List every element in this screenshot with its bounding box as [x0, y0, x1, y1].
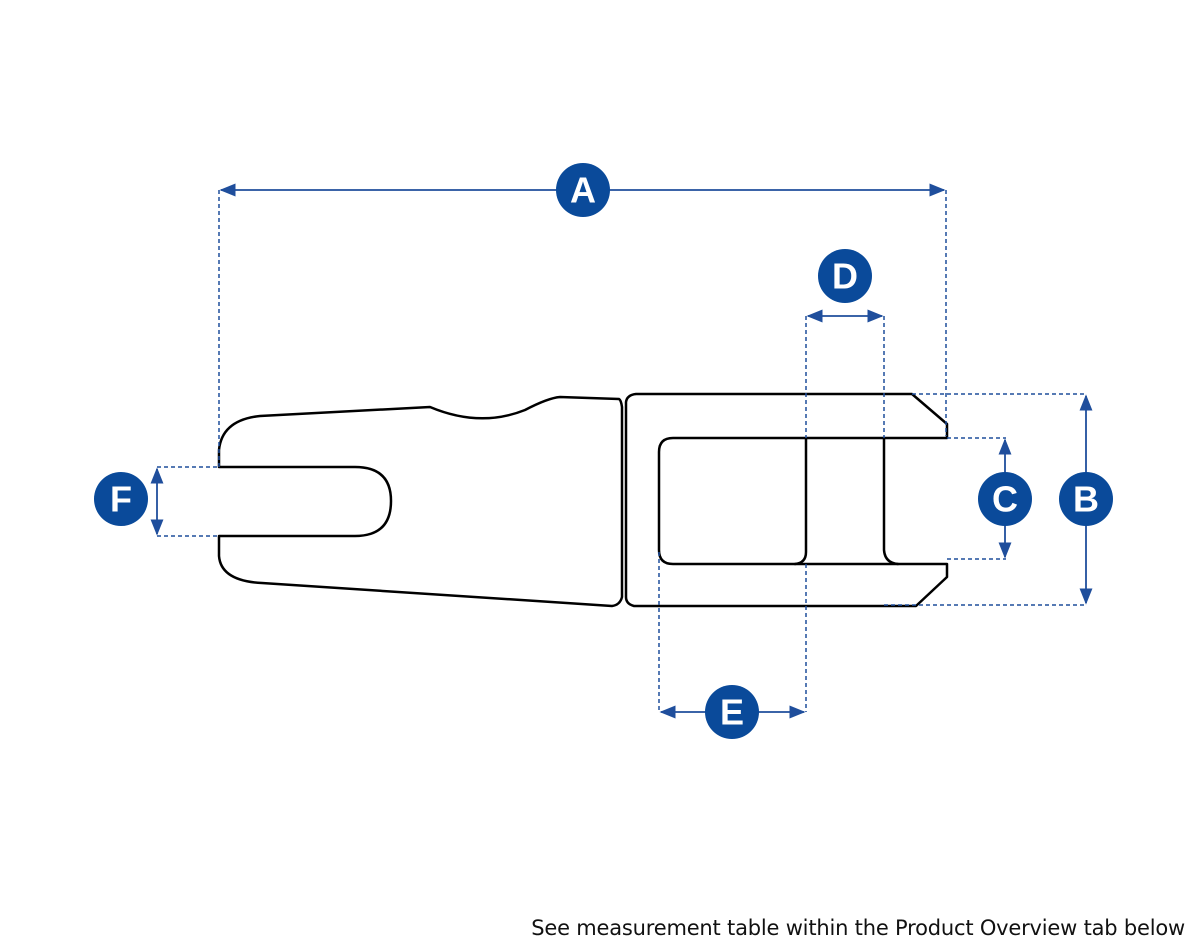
- dimension-c: C: [947, 437, 1032, 560]
- fork-body-outline: [217, 395, 624, 608]
- dimension-d: D: [805, 249, 885, 438]
- dimension-b-label: B: [1073, 479, 1099, 520]
- dimension-e: E: [658, 552, 807, 739]
- dimension-e-label: E: [720, 692, 744, 733]
- dimension-a-label: A: [570, 170, 596, 211]
- dimension-b: B: [884, 393, 1113, 606]
- dimension-a: A: [218, 163, 947, 467]
- connector-part-outline: [217, 392, 949, 608]
- dimension-a-badge: A: [556, 163, 610, 217]
- dimension-f-badge: F: [94, 472, 148, 526]
- dimension-d-label: D: [832, 256, 858, 297]
- dimension-f: F: [94, 466, 219, 537]
- slot-inner-bar-right: [882, 436, 900, 566]
- clevis-body-outline: [624, 392, 949, 608]
- measurement-table-note: See measurement table within the Product…: [531, 916, 1185, 940]
- dimension-c-badge: C: [978, 472, 1032, 526]
- slot-inner-bar-left: [793, 436, 808, 566]
- dimension-b-badge: B: [1059, 472, 1113, 526]
- dimension-d-badge: D: [818, 249, 872, 303]
- dimension-f-label: F: [110, 479, 132, 520]
- dimension-c-label: C: [992, 479, 1018, 520]
- dimension-e-badge: E: [705, 685, 759, 739]
